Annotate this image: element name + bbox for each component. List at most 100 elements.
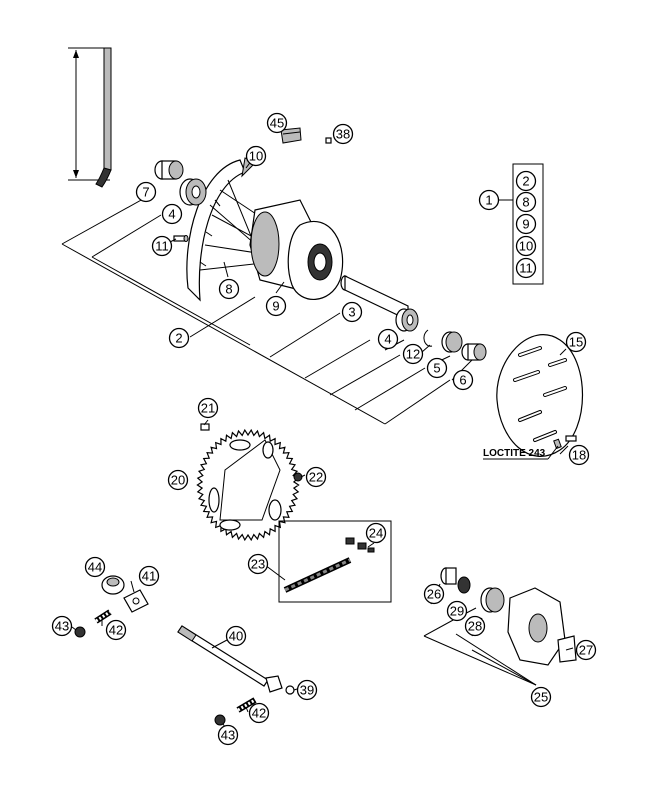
callout-24: 24	[365, 522, 387, 544]
spoke-part	[68, 47, 112, 188]
callout-25: 25	[530, 686, 552, 708]
callout-kit-10: 10	[515, 235, 537, 257]
callout-41: 41	[138, 565, 160, 587]
callout-45: 45	[266, 112, 288, 134]
svg-text:4: 4	[168, 207, 175, 222]
svg-text:5: 5	[433, 361, 440, 376]
svg-text:20: 20	[171, 473, 185, 488]
spacer-bushing-part	[154, 160, 184, 180]
svg-text:44: 44	[88, 560, 102, 575]
callout-40: 40	[225, 625, 247, 647]
callout-28: 28	[464, 615, 486, 637]
callout-kit-11: 11	[515, 257, 537, 279]
loctite-label: LOCTITE 243	[483, 448, 546, 459]
svg-text:21: 21	[201, 401, 215, 416]
sprocket-screw-part	[200, 423, 210, 431]
callout-8: 8	[218, 278, 240, 300]
spacer-right-part	[461, 343, 487, 361]
callout-23: 23	[247, 553, 269, 575]
callout-6: 6	[452, 369, 474, 391]
callout-43: 43	[51, 615, 73, 637]
svg-text:9: 9	[522, 217, 529, 232]
svg-text:39: 39	[300, 683, 314, 698]
bearing-right-part	[395, 308, 419, 332]
valve-part	[280, 127, 332, 144]
svg-text:43: 43	[55, 619, 69, 634]
callout-1: 1	[478, 189, 500, 211]
callout-kit-2: 2	[515, 170, 537, 192]
callout-9: 9	[265, 295, 287, 317]
svg-text:3: 3	[348, 305, 355, 320]
svg-text:1: 1	[485, 193, 492, 208]
callout-42: 42	[248, 702, 270, 724]
svg-text:28: 28	[468, 619, 482, 634]
callout-10: 10	[245, 145, 267, 167]
callout-15: 15	[565, 331, 587, 353]
svg-text:2: 2	[175, 331, 182, 346]
wheel-bearing-part	[179, 178, 207, 206]
callout-11: 11	[151, 235, 173, 257]
callout-38: 38	[332, 123, 354, 145]
svg-text:29: 29	[450, 604, 464, 619]
sprocket-part	[196, 428, 300, 542]
adjuster-left-part	[74, 575, 149, 638]
svg-text:45: 45	[270, 116, 284, 131]
disc-screw-part	[553, 435, 577, 450]
callout-39: 39	[296, 679, 318, 701]
callout-2: 2	[168, 327, 190, 349]
svg-text:12: 12	[406, 347, 420, 362]
callout-18: 18	[568, 444, 590, 466]
svg-text:2: 2	[522, 174, 529, 189]
callout-43: 43	[217, 724, 239, 746]
callout-kit-9: 9	[515, 213, 537, 235]
callout-22: 22	[305, 466, 327, 488]
svg-text:23: 23	[251, 557, 265, 572]
callout-3: 3	[341, 301, 363, 323]
svg-text:26: 26	[427, 587, 441, 602]
callout-27: 27	[575, 639, 597, 661]
callout-kit-8: 8	[515, 191, 537, 213]
hub-part	[249, 199, 344, 300]
callout-4: 4	[161, 203, 183, 225]
callout-42: 42	[105, 619, 127, 641]
svg-text:41: 41	[142, 569, 156, 584]
svg-text:43: 43	[221, 728, 235, 743]
callout-4: 4	[377, 328, 399, 350]
svg-text:7: 7	[142, 185, 149, 200]
svg-text:10: 10	[249, 149, 263, 164]
svg-text:27: 27	[579, 643, 593, 658]
screw-part	[173, 235, 189, 242]
svg-text:9: 9	[272, 299, 279, 314]
svg-text:4: 4	[384, 332, 391, 347]
callout-21: 21	[197, 397, 219, 419]
svg-text:8: 8	[225, 282, 232, 297]
sprocket-nut-part	[293, 472, 303, 482]
shaft-seal-part	[441, 331, 463, 353]
svg-text:38: 38	[336, 127, 350, 142]
svg-text:6: 6	[459, 373, 466, 388]
callout-7: 7	[135, 181, 157, 203]
svg-text:42: 42	[252, 706, 266, 721]
callout-5: 5	[426, 357, 448, 379]
svg-text:40: 40	[229, 629, 243, 644]
circlip-part	[423, 329, 433, 347]
callout-20: 20	[167, 469, 189, 491]
kit-group: 1 2 8 9 10 11	[478, 170, 537, 279]
sprocket-carrier-part	[440, 567, 577, 666]
svg-text:24: 24	[369, 526, 383, 541]
chain-part	[278, 520, 392, 603]
svg-text:8: 8	[522, 195, 529, 210]
svg-text:22: 22	[309, 470, 323, 485]
svg-text:42: 42	[109, 623, 123, 638]
svg-text:25: 25	[534, 690, 548, 705]
callout-44: 44	[84, 556, 106, 578]
svg-text:10: 10	[519, 239, 533, 254]
svg-text:18: 18	[572, 448, 586, 463]
svg-text:11: 11	[519, 261, 533, 276]
callout-29: 29	[446, 600, 468, 622]
svg-text:15: 15	[569, 335, 583, 350]
callout-12: 12	[402, 343, 424, 365]
axle-part	[177, 625, 295, 726]
